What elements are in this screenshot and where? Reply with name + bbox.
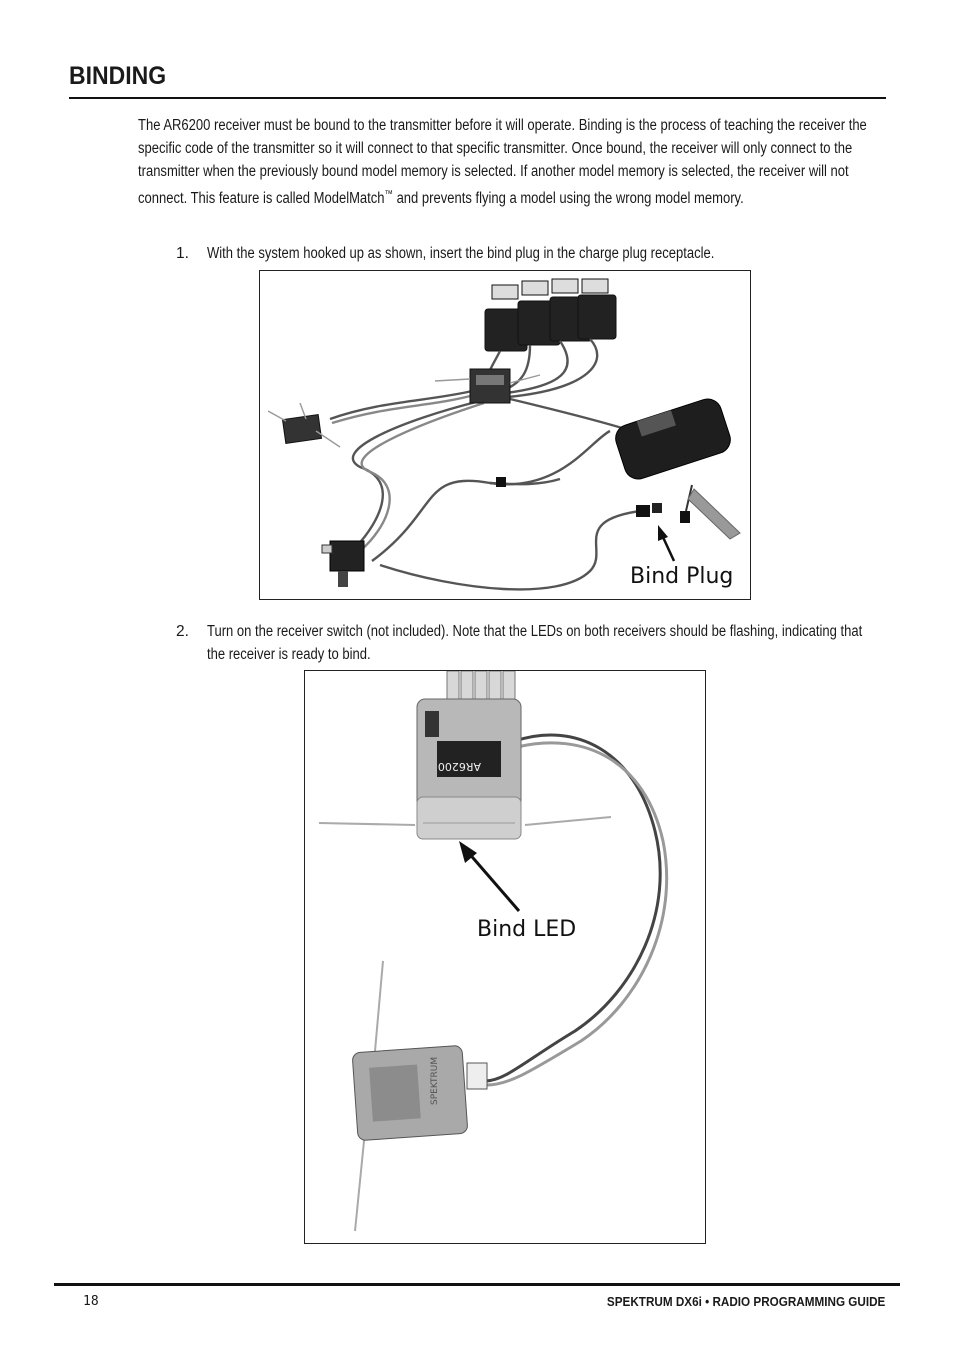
- remote-receiver: [267, 402, 341, 448]
- ar6200-receiver: [318, 698, 612, 840]
- intro-text-part-1: The AR6200 receiver must be bound to the…: [138, 117, 867, 208]
- bind-led-arrow: [459, 841, 521, 912]
- step-text: Turn on the receiver switch (not include…: [207, 623, 863, 663]
- ar6200-label: AR6200: [438, 760, 481, 773]
- bind-plug-callout: Bind Plug: [630, 564, 734, 589]
- intro-text-part-2: and prevents flying a model using the wr…: [392, 190, 744, 208]
- step-number: 2.: [176, 623, 189, 640]
- remote-receiver-unit: [352, 960, 488, 1232]
- step-1: 1. With the system hooked up as shown, i…: [176, 242, 876, 266]
- step-2: 2. Turn on the receiver switch (not incl…: [176, 620, 876, 668]
- bind-plug: [680, 484, 741, 540]
- system-hookup-illustration: [267, 278, 741, 591]
- footer-title: SPEKTRUM DX6i • RADIO PROGRAMMING GUIDE: [606, 1294, 885, 1309]
- receiver-switch: [321, 540, 365, 587]
- bind-led-callout: Bind LED: [477, 917, 577, 942]
- figure-bind-led: AR6200 SPEKTRUM Bind LED: [304, 670, 706, 1244]
- figure-system-hookup: Bind Plug: [259, 270, 751, 600]
- heading-divider: [69, 97, 886, 99]
- step-text: With the system hooked up as shown, inse…: [207, 245, 715, 262]
- page-number: 18: [83, 1294, 99, 1309]
- battery-pack: [615, 398, 731, 480]
- trademark-symbol: ™: [384, 189, 393, 200]
- bind-plug-arrow: [658, 525, 676, 562]
- step-number: 1.: [176, 245, 189, 262]
- section-heading: BINDING: [69, 62, 167, 90]
- main-receiver: [434, 368, 541, 404]
- footer-divider: [54, 1283, 900, 1286]
- bind-led-illustration: AR6200 SPEKTRUM: [318, 671, 669, 1232]
- spektrum-label: SPEKTRUM: [430, 1057, 440, 1105]
- servo-group: [484, 278, 617, 352]
- intro-paragraph: The AR6200 receiver must be bound to the…: [138, 114, 883, 210]
